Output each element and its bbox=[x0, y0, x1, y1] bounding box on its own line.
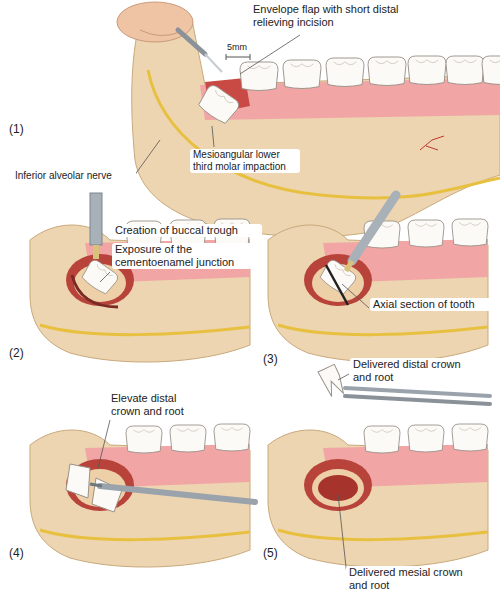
callout-label: Inferior alveolar nerve bbox=[12, 170, 136, 182]
panel-two bbox=[30, 193, 250, 362]
dimension-label: 5mm bbox=[224, 42, 256, 53]
callout-label: Creation of buccal trough bbox=[112, 224, 262, 237]
callout-label: Axial section of tooth bbox=[370, 298, 492, 311]
panel-number: (1) bbox=[6, 122, 32, 136]
panel-four bbox=[30, 424, 255, 567]
panel-one bbox=[117, 2, 500, 237]
panel-number: (4) bbox=[6, 546, 32, 560]
tooth-fragment bbox=[318, 364, 347, 399]
panel-number: (3) bbox=[260, 352, 286, 366]
callout-label: Envelope flap with short distal relievin… bbox=[250, 3, 405, 29]
panel-number: (5) bbox=[260, 546, 286, 560]
callout-label: Delivered distal crown and root bbox=[350, 358, 472, 384]
panel-five bbox=[268, 424, 488, 567]
panel-three bbox=[268, 195, 488, 362]
callout-label: Exposure of the cementoenamel junction bbox=[112, 243, 252, 269]
callout-label: Mesioangular lower third molar impaction bbox=[190, 149, 300, 173]
panel-number: (2) bbox=[6, 346, 32, 360]
callout-label: Delivered mesial crown and root bbox=[346, 566, 474, 592]
callout-label: Elevate distal crown and root bbox=[108, 392, 208, 418]
leader-lines bbox=[98, 35, 369, 576]
